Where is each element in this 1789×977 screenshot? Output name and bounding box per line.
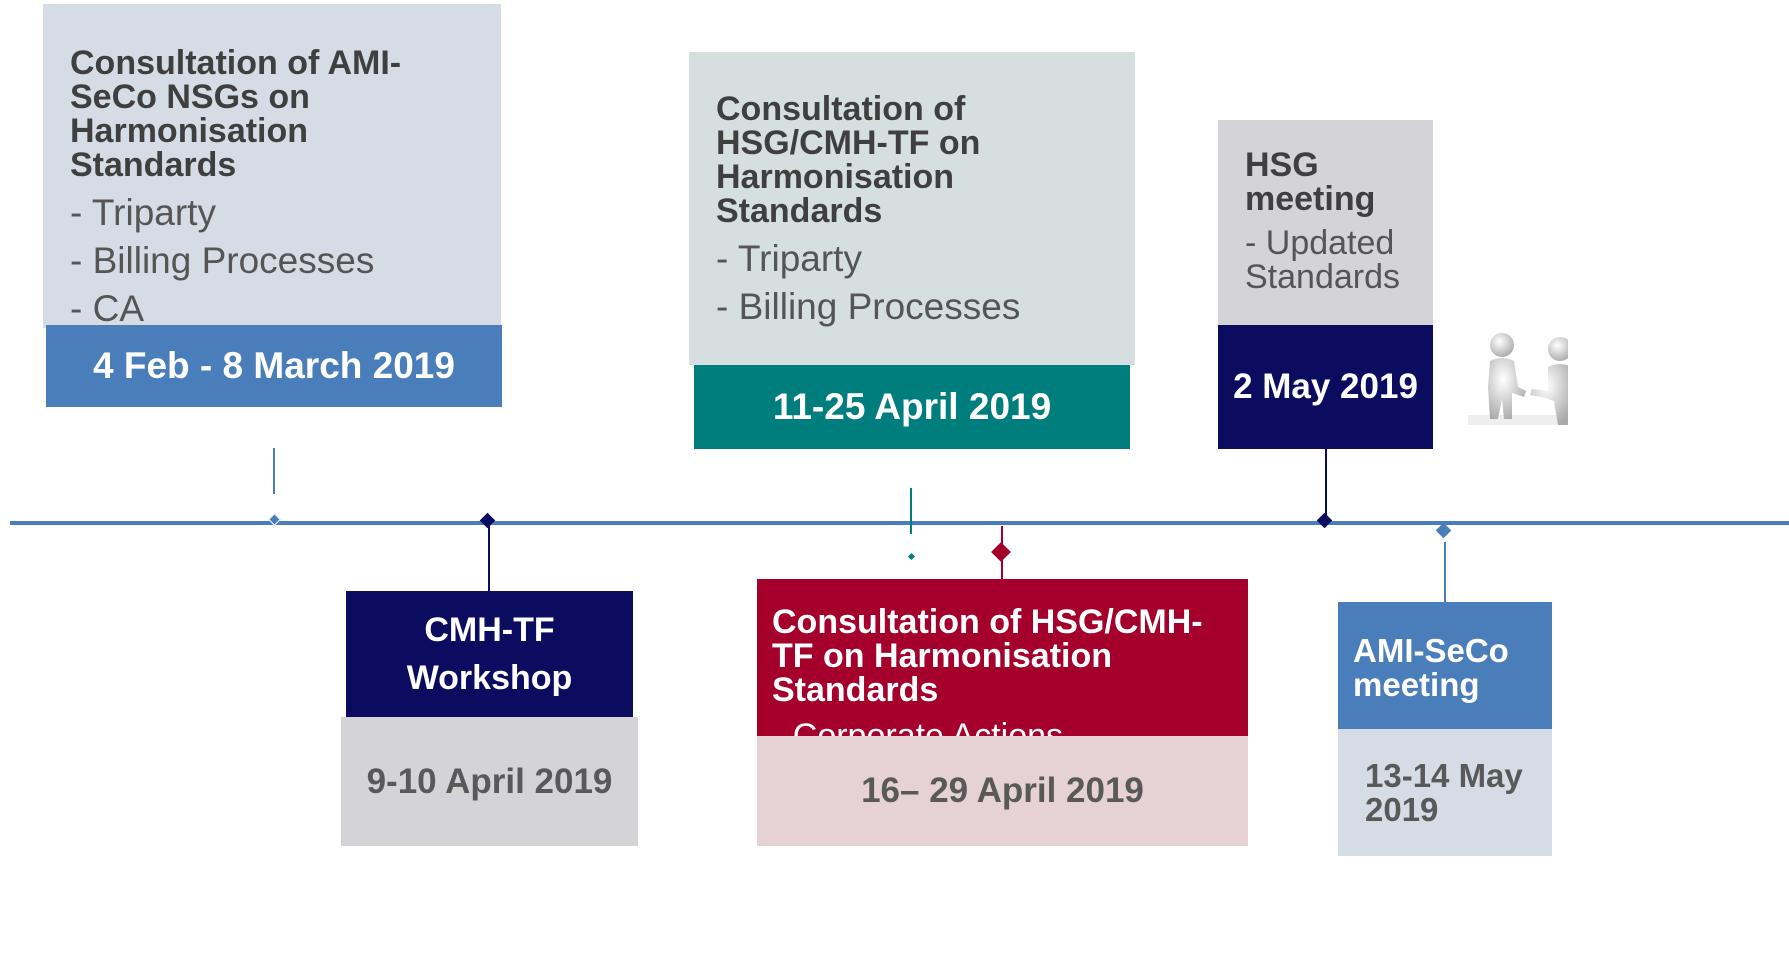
event-item: - CA	[70, 288, 144, 329]
event-nsg-consultation-body: Consultation of AMI-SeCo NSGs on Harmoni…	[43, 4, 501, 328]
event-item: - Triparty	[716, 238, 862, 279]
connector-line	[910, 488, 912, 534]
timeline-marker	[907, 552, 916, 561]
event-title: Consultation of HSG/CMH-TF on Harmonisat…	[772, 603, 1203, 709]
event-item: - Billing Processes	[70, 240, 375, 281]
event-cmhtf-workshop-date: 9-10 April 2019	[341, 717, 638, 846]
event-title: HSG meeting	[1245, 146, 1376, 218]
event-title: Consultation of AMI-SeCo NSGs on Harmoni…	[70, 44, 402, 184]
connector-line	[273, 448, 275, 494]
event-hsg-cmhtf-consultation-body: Consultation of HSG/CMH-TF on Harmonisat…	[689, 52, 1135, 365]
event-hsg-cmhtf-consultation-date: 11-25 April 2019	[694, 365, 1130, 449]
event-cmhtf-workshop-title: CMH-TF Workshop	[346, 591, 633, 717]
event-title: Consultation of HSG/CMH-TF on Harmonisat…	[716, 90, 981, 230]
event-ca-consultation-date: 16– 29 April 2019	[757, 736, 1248, 846]
timeline-marker	[1435, 522, 1452, 539]
timeline-axis	[10, 521, 1789, 525]
event-ca-consultation-title: Consultation of HSG/CMH-TF on Harmonisat…	[757, 579, 1248, 753]
event-hsg-meeting-body: HSG meeting - Updated Standards	[1218, 120, 1433, 325]
connector-line	[1444, 542, 1446, 602]
event-nsg-consultation-date: 4 Feb - 8 March 2019	[46, 325, 502, 407]
event-title: CMH-TF Workshop	[406, 611, 573, 697]
event-amiseco-meeting-title: AMI-SeCo meeting	[1338, 602, 1552, 729]
event-item: - Billing Processes	[716, 286, 1021, 327]
connector-line	[488, 526, 490, 591]
event-amiseco-meeting-date: 13-14 May 2019	[1338, 729, 1552, 856]
event-item: - Triparty	[70, 192, 216, 233]
handshake-figures-icon	[1468, 325, 1568, 425]
event-hsg-meeting-date: 2 May 2019	[1218, 325, 1433, 449]
event-title: AMI-SeCo meeting	[1353, 632, 1509, 703]
connector-line	[1325, 449, 1327, 515]
event-date: 13-14 May 2019	[1365, 757, 1523, 828]
timeline-marker	[1316, 512, 1333, 529]
event-item: - Updated Standards	[1245, 224, 1400, 296]
timeline-marker	[991, 542, 1011, 562]
